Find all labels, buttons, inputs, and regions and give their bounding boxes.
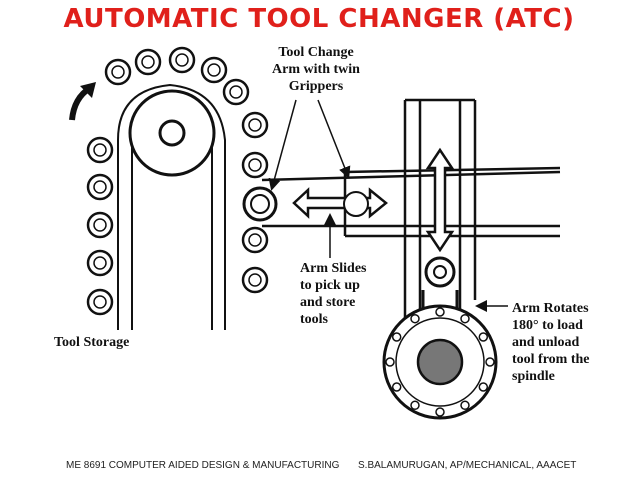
bolt-hole — [478, 332, 489, 342]
tool-pocket — [86, 173, 114, 201]
gripper-left — [242, 186, 278, 222]
tool-pocket — [86, 211, 114, 239]
tool-pocket — [86, 249, 114, 277]
tool-pocket — [104, 58, 132, 86]
spindle-column — [403, 98, 477, 330]
label-arm-rotates: Arm Rotates 180° to load and unload tool… — [512, 301, 590, 384]
tool-pocket — [200, 56, 228, 84]
bolt-hole — [460, 313, 470, 324]
footer-course: ME 8691 COMPUTER AIDED DESIGN & MANUFACT… — [66, 460, 340, 471]
tool-pocket — [222, 78, 250, 106]
bolt-hole — [410, 313, 420, 324]
tool-pocket — [86, 288, 114, 316]
slide-title: AUTOMATIC TOOL CHANGER (ATC) — [63, 4, 575, 34]
tool-pocket — [241, 111, 269, 139]
tool-pocket — [241, 151, 269, 179]
label-tool-change-arm: Tool Change Arm with twin Grippers — [272, 45, 360, 94]
bolt-hole — [460, 400, 470, 411]
sprocket — [128, 89, 216, 177]
tool-pocket — [168, 46, 196, 74]
bolt-hole — [391, 332, 402, 342]
footer-author: S.BALAMURUGAN, AP/MECHANICAL, AAACET — [358, 460, 577, 471]
tool-pocket — [241, 226, 269, 254]
arm-slide — [261, 166, 561, 238]
tool-pocket — [241, 266, 269, 294]
bolt-hole — [478, 382, 489, 392]
bolt-hole — [435, 307, 445, 317]
bolt-hole — [391, 382, 402, 392]
vertical-arrow — [425, 147, 455, 253]
slide-arrow — [292, 187, 388, 219]
tool-pocket — [134, 48, 162, 76]
bolt-hole — [485, 357, 495, 367]
label-arm-slides: Arm Slides to pick up and store tools — [300, 261, 367, 327]
tool-pockets — [86, 46, 269, 316]
tool-pocket — [86, 136, 114, 164]
label-tool-storage: Tool Storage — [54, 335, 130, 350]
bolt-hole — [410, 400, 420, 411]
bolt-hole — [435, 407, 445, 417]
bolt-hole — [385, 357, 395, 367]
spindle-flange — [382, 304, 498, 420]
